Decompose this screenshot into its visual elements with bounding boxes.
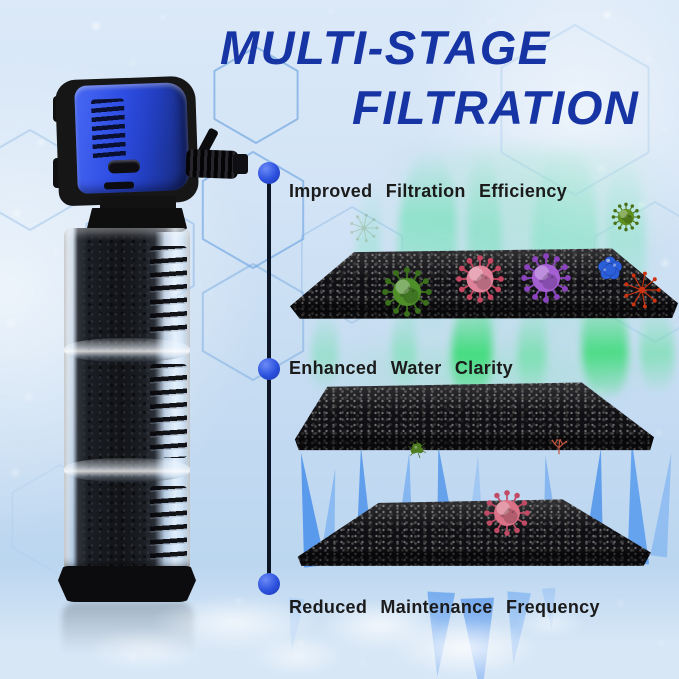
- pink-virus-icon: [459, 465, 507, 513]
- title-line1: MULTI-STAGE: [220, 21, 551, 74]
- filter-sponge-interior: [80, 234, 152, 566]
- red-starburst-germ-icon: [598, 246, 642, 290]
- filter-intake-slits: [150, 246, 187, 338]
- outlet-nozzle-tip: [233, 154, 248, 174]
- pump-vent-slots: [90, 98, 127, 161]
- pump-lower-slot: [103, 181, 135, 190]
- outlet-nozzle: [185, 149, 239, 179]
- filter-intake-slits: [150, 364, 187, 458]
- ice-splash: [390, 618, 540, 678]
- stage1-label: Improved Filtration Efficiency: [289, 181, 568, 201]
- ice-splash: [515, 608, 585, 638]
- green-virus-floating-icon: [596, 187, 626, 217]
- faint-germ-watermark-icon: [330, 194, 364, 228]
- ice-splash: [250, 635, 345, 677]
- ice-splash: [85, 628, 205, 673]
- timeline-dot-2: [258, 358, 280, 380]
- pink-virus-icon: [430, 229, 480, 279]
- title-line2: FILTRATION: [352, 81, 640, 134]
- stage2-filter-pad: [294, 382, 654, 451]
- canister-joint-ring: [64, 458, 190, 482]
- timeline-dot-3: [258, 573, 280, 595]
- green-ray: [391, 305, 417, 393]
- filter-intake-slits: [150, 486, 187, 562]
- pump-flow-dial: [107, 159, 141, 174]
- timeline-dot-1: [258, 162, 280, 184]
- green-virus-icon: [355, 240, 407, 292]
- stage2-label: Enhanced Water Clarity: [289, 358, 513, 378]
- green-algae-germ-icon: [387, 419, 417, 449]
- filter-base: [58, 566, 196, 602]
- stage3-label: Reduced Maintenance Frequency: [289, 597, 600, 617]
- purple-virus-icon: [494, 226, 546, 278]
- canister-joint-ring: [64, 338, 190, 362]
- red-branch-germ-icon: [529, 416, 559, 446]
- bubble-bokeh: [0, 0, 2, 2]
